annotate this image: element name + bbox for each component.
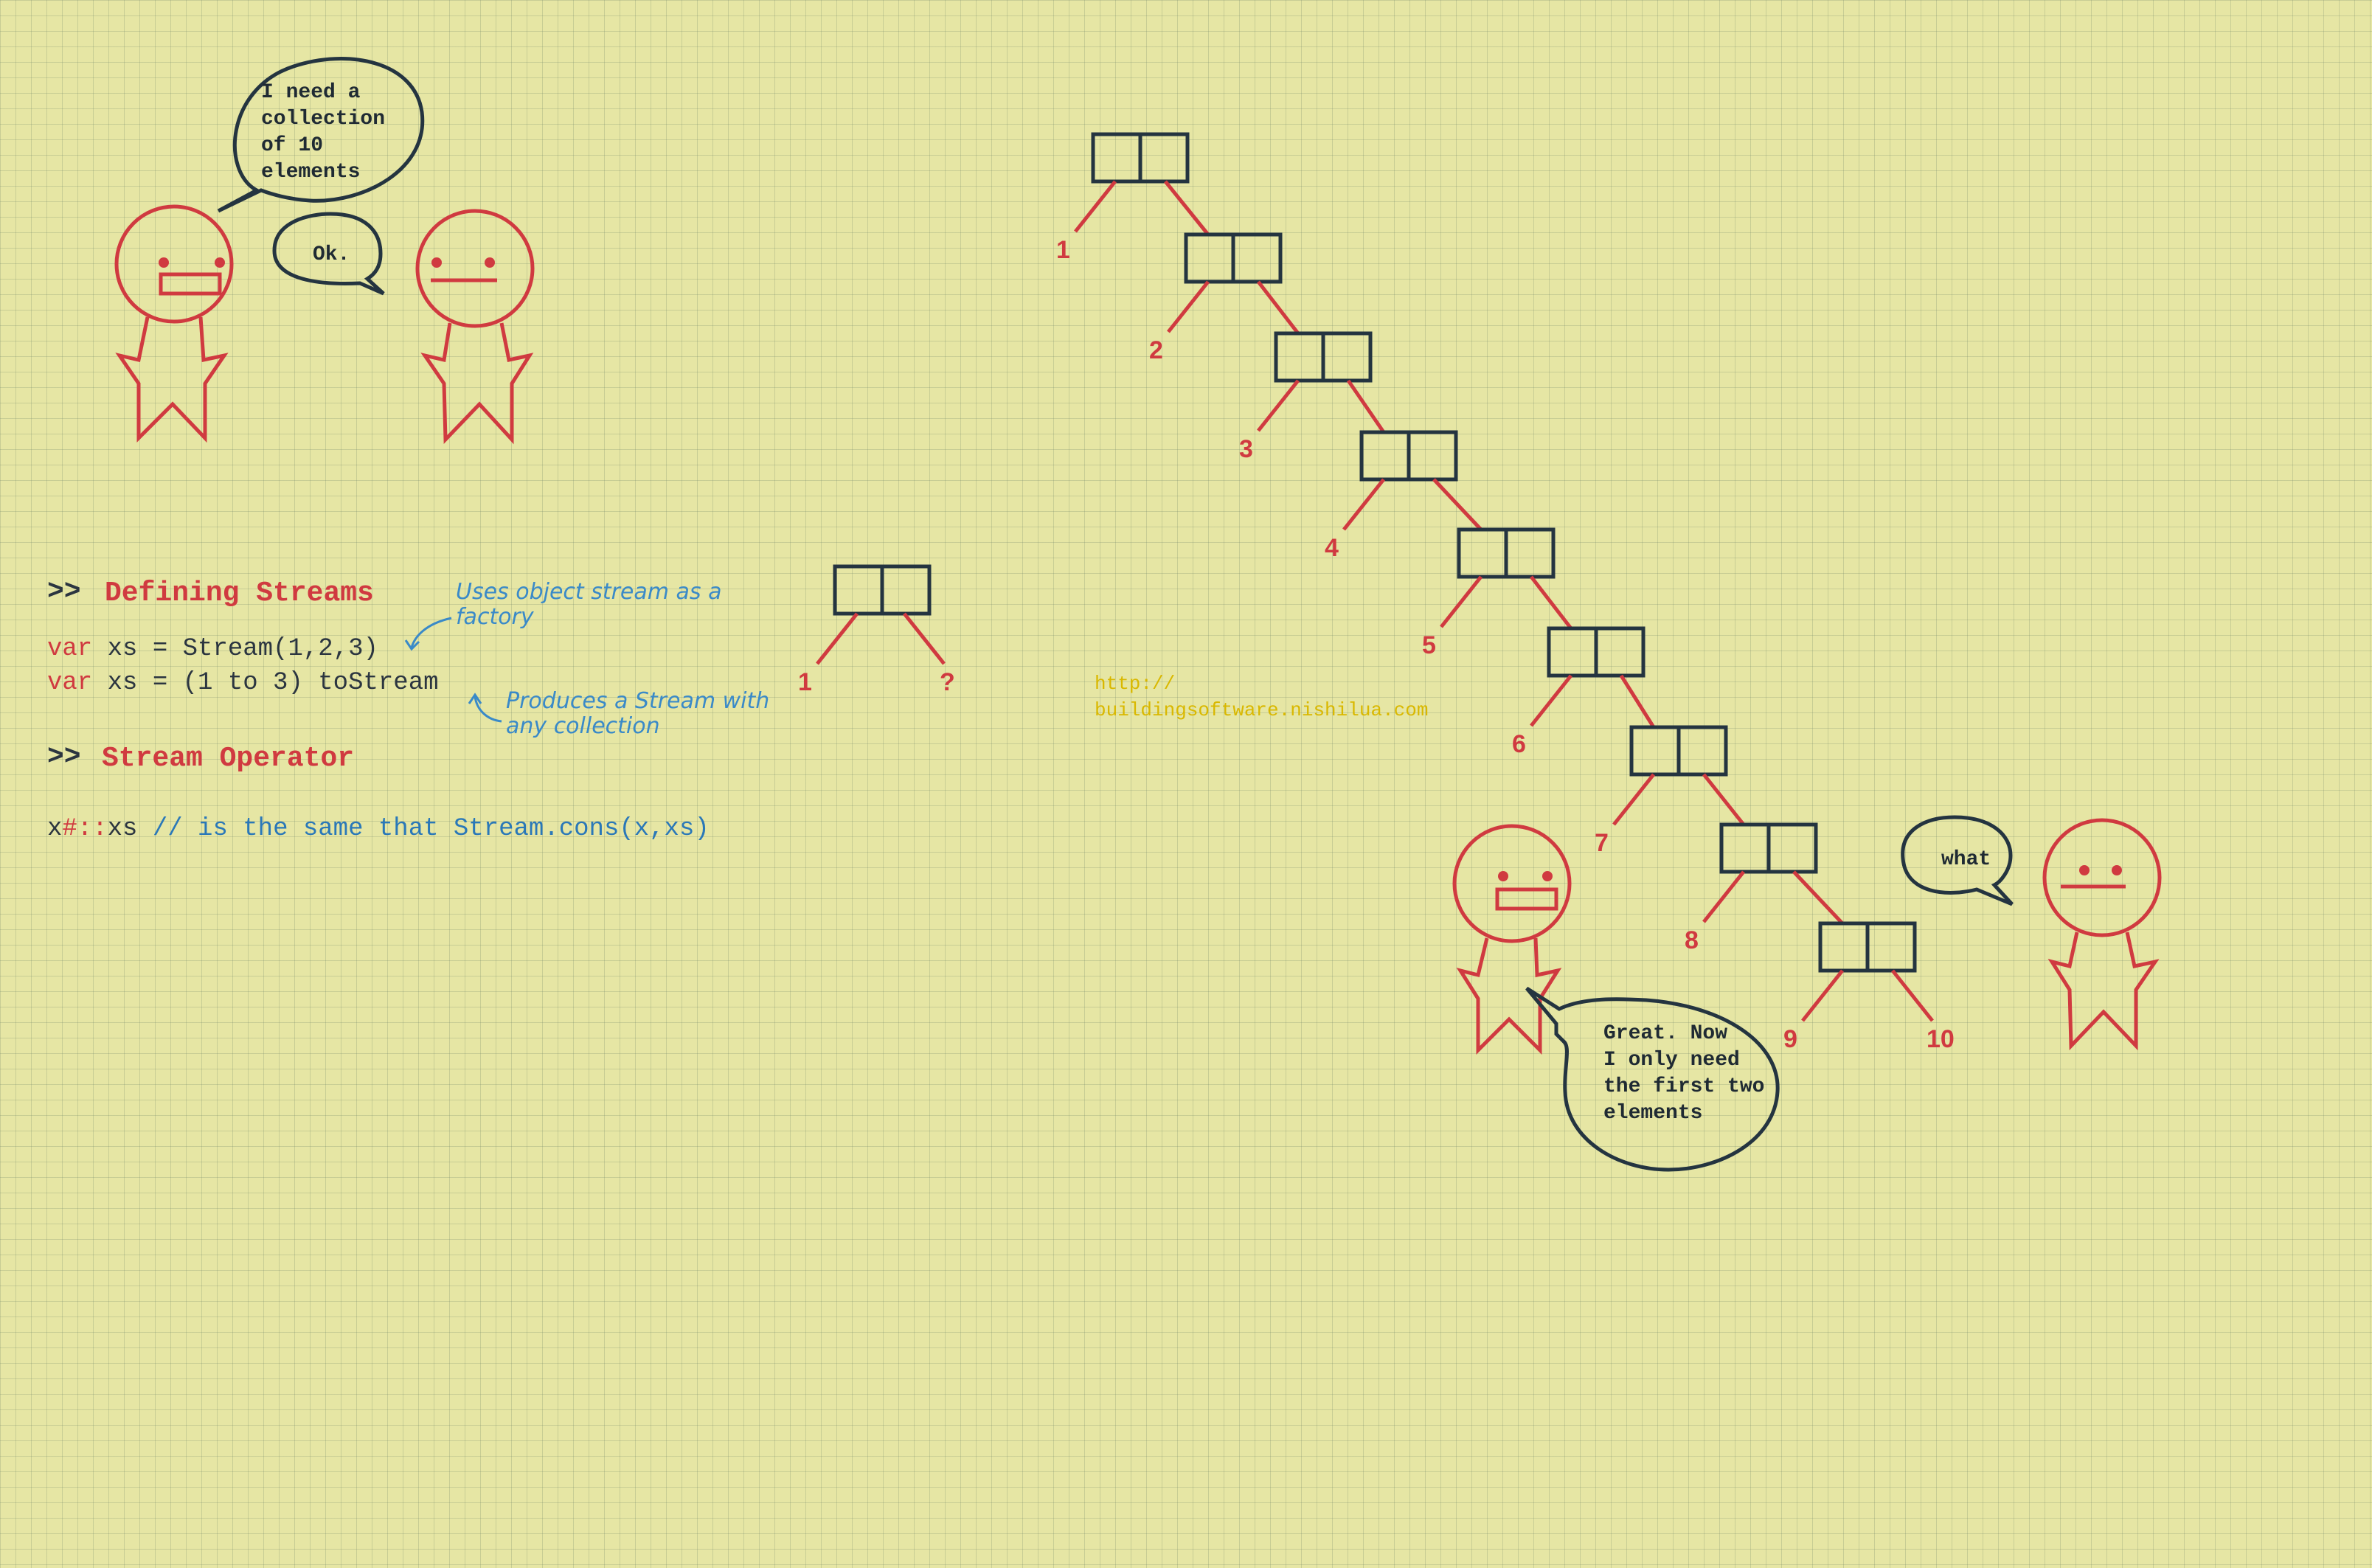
note-collection-line: any collection [506, 713, 660, 739]
code-section: >> Defining Streams var xs = Stream(1,2,… [47, 576, 769, 843]
small-stream-tail-label: ? [940, 668, 955, 696]
small-stream-head-label: 1 [798, 668, 812, 696]
stream-value-label: 9 [1783, 1025, 1797, 1053]
keyword-var: var [47, 635, 92, 663]
heading-stream-operator: Stream Operator [102, 743, 354, 774]
bubble-great-line: I only need [1603, 1049, 1740, 1072]
stream-tail-pointer [1702, 773, 1745, 826]
code-text: xs = (1 to 3) toStream [92, 669, 438, 697]
speech-bubble-ok: Ok. [272, 212, 385, 296]
stream-head-pointer [1801, 969, 1844, 1022]
bubble-request-line: collection [261, 108, 385, 131]
speech-bubble-great: Great. Now I only need the first two ele… [1525, 986, 1780, 1172]
stream-tail-pointer [1432, 478, 1482, 531]
operator-comment: // is the same that Stream.cons(x,xs) [137, 815, 709, 843]
bubble-great-line: the first two [1603, 1075, 1764, 1098]
note-collection-line: Produces a Stream with [506, 688, 769, 714]
stream-head-pointer [1530, 674, 1572, 727]
speech-bubble-what: what [1901, 815, 2014, 906]
stream-head-pointer [1440, 575, 1482, 628]
stream-tail-pointer [1257, 280, 1300, 335]
figure-right-top [415, 209, 535, 445]
figure-left-bottom [1452, 824, 1572, 1055]
stream-value-label: 8 [1685, 926, 1699, 954]
speech-bubble-request: I need a collection of 10 elements [217, 57, 425, 213]
stream-value-label: 7 [1595, 829, 1609, 857]
note-factory-line: factory [456, 604, 535, 630]
heading-prefix: >> [47, 741, 81, 773]
stream-tail-pointer [1619, 674, 1656, 729]
stream-head-pointer [1257, 379, 1300, 432]
code-text: xs = Stream(1,2,3) [92, 635, 378, 663]
small-stream-cell: 1 ? [798, 564, 955, 696]
keyword-var: var [47, 669, 92, 697]
code-line-2: var xs = (1 to 3) toStream [47, 669, 439, 697]
stream-chain: 1 2 3 4 5 6 7 8 9 10 [1056, 132, 1955, 1053]
stream-head-pointer [1074, 180, 1117, 233]
stream-head-pointer [1702, 870, 1745, 923]
stream-value-label: 5 [1422, 631, 1436, 659]
bubble-request-line: elements [261, 161, 360, 184]
bubble-great-line: elements [1603, 1102, 1702, 1125]
note-factory-line: Uses object stream as a [456, 579, 721, 605]
figure-left-top [114, 204, 234, 443]
stream-value-label: 1 [1056, 236, 1070, 264]
url-line: buildingsoftware.nishilua.com [1095, 699, 1428, 721]
stream-tail-pointer [1792, 870, 1844, 925]
stream-tail-pointer [1891, 969, 1934, 1022]
stream-head-pointer [1167, 280, 1210, 333]
stream-tail-pointer [1164, 180, 1210, 236]
operator-symbol: #:: [62, 815, 107, 843]
code-line-1: var xs = Stream(1,2,3) [47, 635, 378, 663]
stream-value-label: 6 [1512, 730, 1526, 758]
heading-defining-streams: Defining Streams [105, 577, 374, 609]
stream-head-pointer [1612, 773, 1655, 826]
bubble-ok-text: Ok. [313, 243, 350, 266]
heading-prefix: >> [47, 576, 81, 608]
bubble-what-text: what [1941, 848, 1991, 871]
stream-value-label: 3 [1239, 435, 1253, 463]
stream-value-label: 2 [1149, 336, 1163, 364]
bubble-request-line: of 10 [261, 134, 323, 157]
stream-head-pointer [1342, 478, 1385, 531]
note-collection-arrow [474, 695, 502, 723]
stream-value-label: 10 [1927, 1025, 1955, 1053]
stream-tail-pointer [1530, 575, 1572, 630]
note-factory-arrow [410, 617, 452, 648]
bubble-great-line: Great. Now [1603, 1022, 1727, 1045]
operator-line: x#::xs // is the same that Stream.cons(x… [47, 815, 710, 843]
stream-value-label: 4 [1325, 534, 1339, 562]
figure-right-bottom [2042, 818, 2162, 1051]
bubble-request-line: I need a [261, 81, 361, 104]
url-line: http:// [1095, 673, 1175, 695]
stream-tail-pointer [1346, 379, 1386, 434]
